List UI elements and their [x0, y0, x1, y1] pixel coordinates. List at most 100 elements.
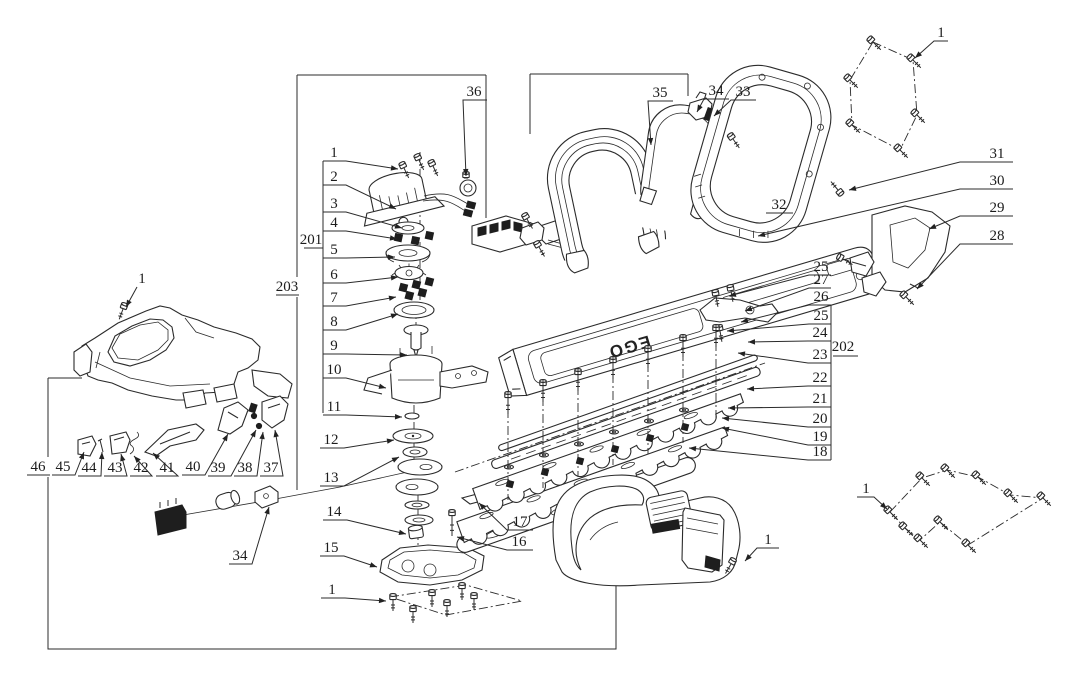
leader-arrowhead: [222, 434, 228, 442]
leader-line: [727, 406, 831, 409]
leader-line: [323, 296, 397, 307]
leader-line: [744, 547, 779, 562]
leader-line: [323, 184, 397, 210]
nut-icon: [540, 467, 550, 477]
leader-arrowhead: [697, 104, 703, 112]
leader-line: [737, 352, 831, 364]
part-callout-15: 15: [324, 540, 339, 556]
screw-icon: [398, 161, 410, 179]
part-callout-3: 3: [330, 196, 338, 212]
leader-line: [320, 456, 400, 487]
part-callout-34: 34: [233, 548, 249, 564]
leader-arrowhead: [728, 405, 736, 411]
part-callout-45: 45: [56, 459, 71, 475]
part-callout-17: 17: [513, 514, 529, 530]
leader-arrowhead: [745, 306, 753, 312]
battery-pack: [681, 507, 725, 573]
leader-arrowhead: [758, 231, 766, 238]
part-callout-24: 24: [813, 325, 829, 341]
washer-icon: [503, 464, 515, 470]
part-callout-1: 1: [330, 145, 338, 161]
bottom-screw-quad: [389, 584, 523, 616]
leader-line: [478, 502, 533, 531]
part-callout-1: 1: [862, 481, 870, 497]
part-callout-25: 25: [814, 259, 829, 275]
part-callout-39: 39: [211, 460, 226, 476]
leader-arrowhead: [722, 416, 730, 422]
leader-line: [208, 429, 257, 477]
leader-line: [721, 427, 831, 446]
part-callout-28: 28: [990, 228, 1005, 244]
reference-boxes: [47, 73, 832, 650]
screw-icon: [726, 284, 735, 302]
part-callout-13: 13: [324, 470, 339, 486]
screw-icon: [521, 212, 533, 229]
part-callout-22: 22: [813, 370, 828, 386]
leader-line: [746, 385, 831, 390]
part-callout-20: 20: [813, 411, 828, 427]
leader-arrowhead: [738, 351, 746, 357]
leader-arrowhead: [741, 317, 749, 323]
nut-icon: [505, 479, 515, 489]
leader-line: [721, 417, 831, 428]
leader-arrowhead: [880, 502, 887, 509]
leader-arrowhead: [849, 185, 857, 191]
leader-line: [260, 429, 284, 477]
nut-icon: [575, 456, 585, 466]
part-callout-25: 25: [814, 308, 829, 324]
leader-arrowhead: [457, 536, 465, 542]
leader-arrowhead: [388, 295, 396, 301]
hand-guard: [849, 205, 951, 297]
part-callout-30: 30: [990, 173, 1005, 189]
rear-handle-assembly: [552, 474, 741, 587]
nut-icon: [610, 444, 620, 454]
part-callout-37: 37: [264, 460, 280, 476]
leader-arrowhead: [378, 597, 386, 604]
screw-icon: [893, 143, 909, 159]
leader-arrowhead: [369, 562, 377, 568]
leader-line: [323, 230, 398, 240]
leader-line: [323, 353, 408, 356]
leader-line: [320, 555, 378, 568]
screw-icon: [458, 582, 466, 600]
leader-line: [182, 433, 229, 476]
leader-line: [848, 161, 1013, 191]
leader-arrowhead: [394, 414, 402, 420]
leader-arrowhead: [399, 352, 407, 358]
screw-icon: [899, 290, 915, 306]
leader-line: [130, 455, 154, 477]
part-callout-11: 11: [327, 399, 341, 415]
part-callout-23: 23: [813, 347, 828, 363]
leader-line: [462, 99, 487, 177]
leader-arrowhead: [463, 168, 469, 176]
part-callout-202: 202: [832, 339, 855, 355]
left-housing-drawing: [73, 305, 293, 409]
leader-line: [52, 451, 85, 476]
leader-arrowhead: [389, 235, 397, 241]
cutting-blade: [471, 393, 745, 512]
leader-arrowhead: [273, 430, 279, 438]
leader-arrowhead: [390, 165, 398, 171]
nut-icon: [645, 433, 655, 443]
part-callout-34: 34: [709, 83, 725, 99]
screw-icon: [836, 253, 853, 265]
screw-icon: [725, 557, 737, 574]
leader-arrowhead: [387, 254, 395, 260]
leader-line: [104, 453, 128, 477]
screw-icon: [910, 108, 926, 124]
part-callout-16: 16: [512, 534, 528, 550]
leader-arrowhead: [917, 282, 924, 289]
leader-arrowhead: [727, 327, 735, 334]
leader-line: [321, 597, 387, 602]
leader-line: [152, 452, 180, 477]
screw-icon: [533, 240, 545, 257]
screw-icon: [843, 73, 859, 89]
leader-arrowhead: [153, 453, 160, 460]
leader-arrowhead: [126, 299, 132, 307]
washer-icon: [643, 418, 655, 424]
screw-icon: [389, 593, 397, 611]
leader-line: [323, 414, 403, 418]
leader-arrowhead: [729, 291, 737, 297]
part-callout-36: 36: [467, 84, 483, 100]
part-callout-41: 41: [160, 460, 175, 476]
